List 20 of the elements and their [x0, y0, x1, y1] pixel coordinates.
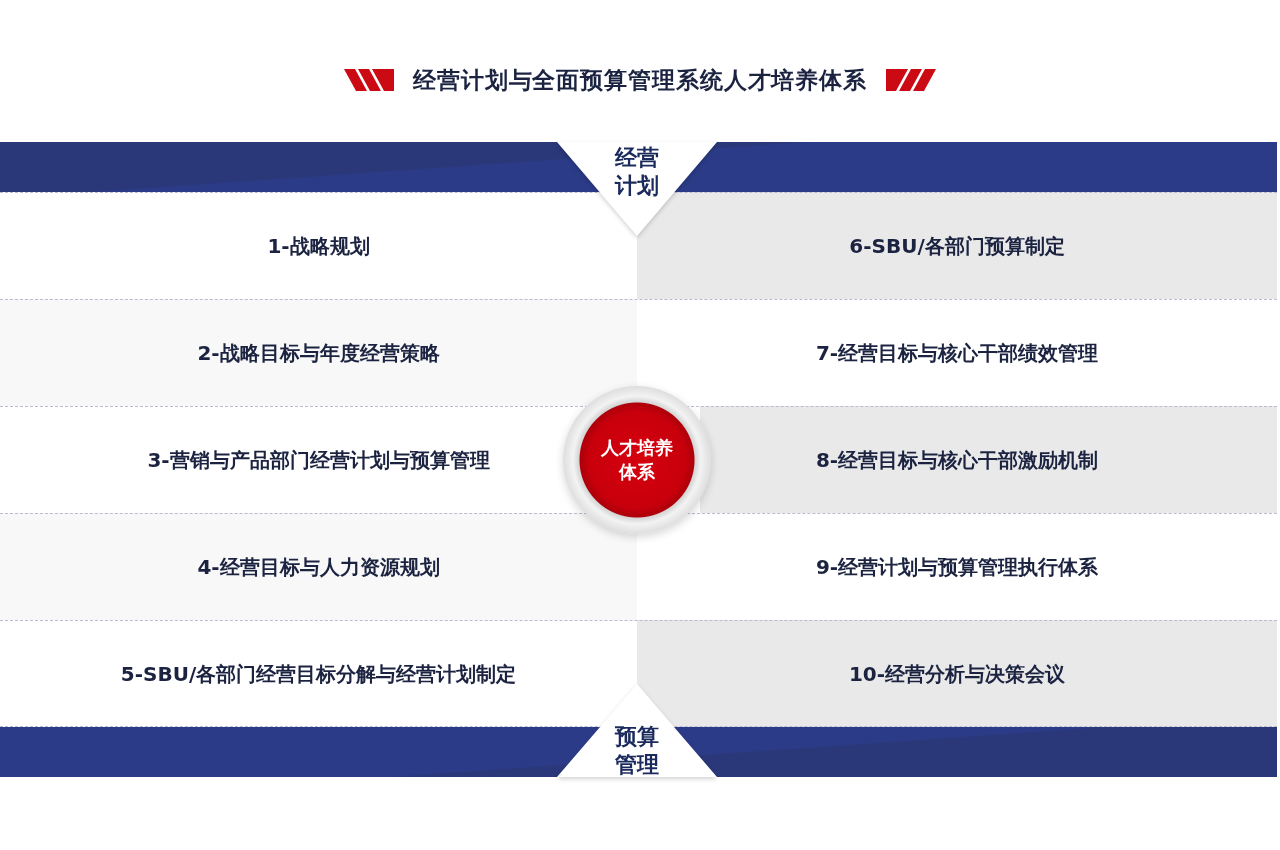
item-text: 3-营销与产品部门经营计划与预算管理: [147, 446, 490, 474]
item-text: 5-SBU/各部门经营目标分解与经营计划制定: [120, 660, 517, 688]
circle-label: 人才培养体系: [601, 436, 673, 484]
item-cell: [0, 299, 637, 406]
item-cell: [637, 620, 1277, 727]
diagram-title: 经营计划与全面预算管理系统人才培养体系: [412, 66, 868, 95]
notch-label: 预算管理: [615, 723, 659, 779]
item-text: 10-经营分析与决策会议: [848, 660, 1066, 688]
item-text: 4-经营目标与人力资源规划: [197, 553, 440, 581]
item-text: 7-经营目标与核心干部绩效管理: [815, 339, 1099, 367]
notch-label: 经营计划: [615, 144, 659, 200]
item-text: 2-战略目标与年度经营策略: [197, 339, 440, 367]
triangle-notch: [557, 684, 717, 777]
item-text: 1-战略规划: [267, 232, 370, 260]
item-text: 9-经营计划与预算管理执行体系: [815, 553, 1099, 581]
item-cell: [0, 513, 637, 620]
triangle-notch: [557, 142, 717, 236]
item-text: 6-SBU/各部门预算制定: [849, 232, 1065, 260]
item-cell: [700, 406, 1277, 513]
item-text: 8-经营目标与核心干部激励机制: [815, 446, 1099, 474]
